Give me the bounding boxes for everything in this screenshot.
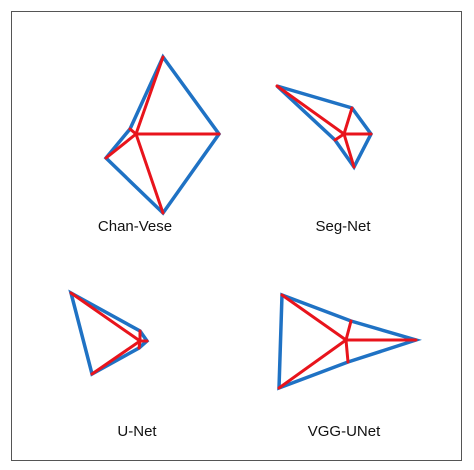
- outline-vgg-unet: [277, 292, 422, 391]
- shape-u-net: [68, 289, 150, 377]
- skeleton-u-net: [69, 291, 149, 376]
- outline-seg-net: [275, 84, 374, 171]
- outline-chan-vese: [103, 53, 222, 216]
- shape-chan-vese: [103, 53, 222, 216]
- shape-seg-net: [275, 84, 374, 171]
- figure-frame: [11, 11, 462, 461]
- skeleton-seg-net: [275, 84, 373, 169]
- label-seg-net: Seg-Net: [315, 218, 371, 235]
- shape-vgg-unet: [277, 292, 422, 391]
- label-chan-vese: Chan-Vese: [97, 218, 173, 235]
- skeleton-chan-vese: [104, 55, 221, 215]
- label-u-net: U-Net: [117, 423, 157, 440]
- outline-u-net: [68, 289, 150, 377]
- label-vgg-unet: VGG-UNet: [307, 423, 381, 440]
- skeleton-vgg-unet: [277, 293, 418, 390]
